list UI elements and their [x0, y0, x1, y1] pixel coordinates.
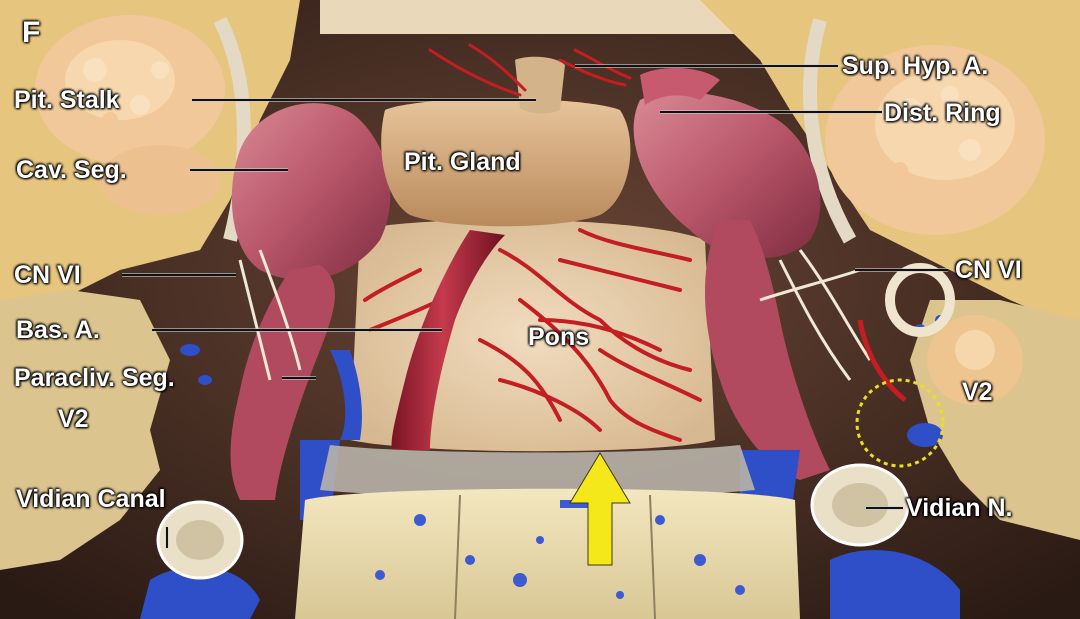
clival-dura [320, 445, 755, 498]
right-vidian-ring [810, 463, 910, 547]
left-carotid-lower [230, 265, 335, 500]
label-pit-gland: Pit. Gland [404, 148, 521, 176]
label-paracliv-seg: Paracliv. Seg. [14, 364, 175, 392]
label-cn-vi-right: CN VI [955, 256, 1022, 284]
right-small-artery [857, 319, 907, 402]
right-sinus-mucosa [825, 45, 1045, 405]
left-carotid [231, 103, 391, 280]
panel-letter: F [22, 16, 41, 49]
left-vidian-ring [156, 500, 244, 580]
label-v2-right: V2 [962, 378, 993, 406]
sphenoid-floor [295, 488, 800, 619]
right-carotid [633, 91, 821, 259]
sphenoid-floor-crack [454, 494, 461, 619]
right-v2-ring [885, 263, 955, 337]
right-dura-edge [803, 18, 857, 244]
right-cn-vi-strands [759, 249, 872, 381]
label-vidian-n: Vidian N. [906, 494, 1013, 522]
basilar-artery [391, 230, 505, 450]
left-sinus-mucosa [35, 15, 225, 215]
label-pons: Pons [528, 323, 590, 351]
label-pit-stalk: Pit. Stalk [14, 86, 120, 114]
label-vidian-canal: Vidian Canal [16, 485, 166, 513]
label-bas-a: Bas. A. [16, 316, 100, 344]
pituitary-gland [381, 98, 631, 227]
sphenoid-floor-crack-2 [649, 494, 656, 619]
label-v2-left: V2 [58, 405, 89, 433]
right-carotid-upper [640, 68, 720, 105]
top-bone [320, 0, 750, 34]
label-dist-ring: Dist. Ring [884, 99, 1001, 127]
arrow-icon [569, 452, 631, 566]
left-cn-vi-strands [238, 249, 302, 381]
pituitary-stalk [515, 56, 565, 114]
highlight-circle [855, 378, 945, 468]
left-bone-lower [0, 290, 170, 570]
right-carotid-lower [705, 220, 830, 480]
label-sup-hyp-a: Sup. Hyp. A. [842, 52, 989, 80]
label-cav-seg: Cav. Seg. [16, 156, 127, 184]
pontine-arteries [363, 228, 702, 442]
label-cn-vi-left: CN VI [14, 261, 81, 289]
sphenoid-floor-speckle [375, 500, 745, 599]
leader-lines [122, 64, 948, 548]
